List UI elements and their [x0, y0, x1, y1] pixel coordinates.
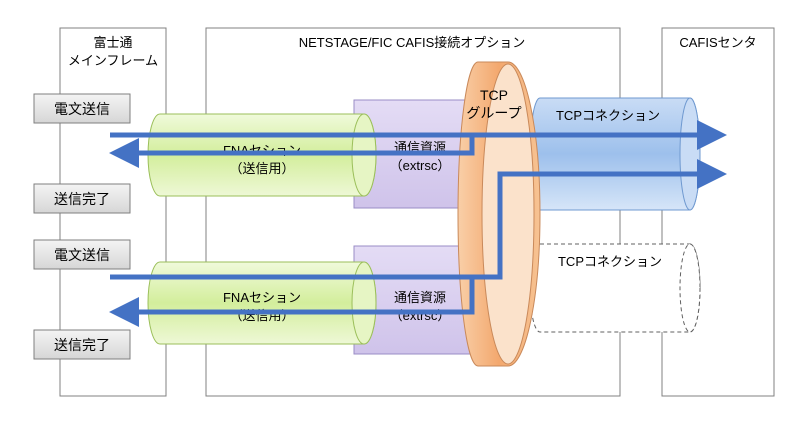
svg-text:TCPコネクション: TCPコネクション [558, 254, 662, 269]
svg-text:電文送信: 電文送信 [54, 247, 110, 263]
mainframe-title-line1: 富士通 [93, 35, 132, 50]
tcp-connection-1: TCPコネクション [529, 97, 701, 211]
netstage-title: NETSTAGE/FIC CAFIS接続オプション [299, 35, 526, 50]
svg-text:TCP: TCP [480, 87, 508, 103]
send-message-button-2[interactable]: 電文送信 [33, 239, 131, 270]
send-complete-button[interactable]: 送信完了 [33, 183, 131, 214]
send-complete-button-2[interactable]: 送信完了 [33, 329, 131, 360]
arrow-send-2 [110, 159, 727, 280]
svg-text:送信完了: 送信完了 [54, 191, 110, 207]
svg-text:（送信用）: （送信用） [229, 161, 294, 176]
svg-text:通信資源: 通信資源 [394, 290, 446, 305]
send-message-button[interactable]: 電文送信 [33, 93, 131, 124]
mainframe-title-line2: メインフレーム [68, 53, 158, 68]
flow-arrows [109, 120, 727, 327]
svg-text:（extrsc）: （extrsc） [390, 158, 451, 173]
cafis-panel: CAFISセンタ [661, 27, 775, 397]
svg-text:グループ: グループ [466, 105, 521, 121]
svg-text:FNAセション: FNAセション [223, 290, 301, 305]
arrow-complete-2 [109, 277, 475, 327]
tcp-connection-2: TCPコネクション [529, 243, 701, 333]
svg-text:送信完了: 送信完了 [54, 337, 110, 353]
fna-session-2: FNAセション （送信用） [147, 261, 377, 345]
arrow-complete-1 [109, 135, 475, 168]
cafis-title: CAFISセンタ [679, 35, 756, 50]
svg-text:TCPコネクション: TCPコネクション [556, 108, 660, 123]
svg-text:電文送信: 電文送信 [54, 101, 110, 117]
